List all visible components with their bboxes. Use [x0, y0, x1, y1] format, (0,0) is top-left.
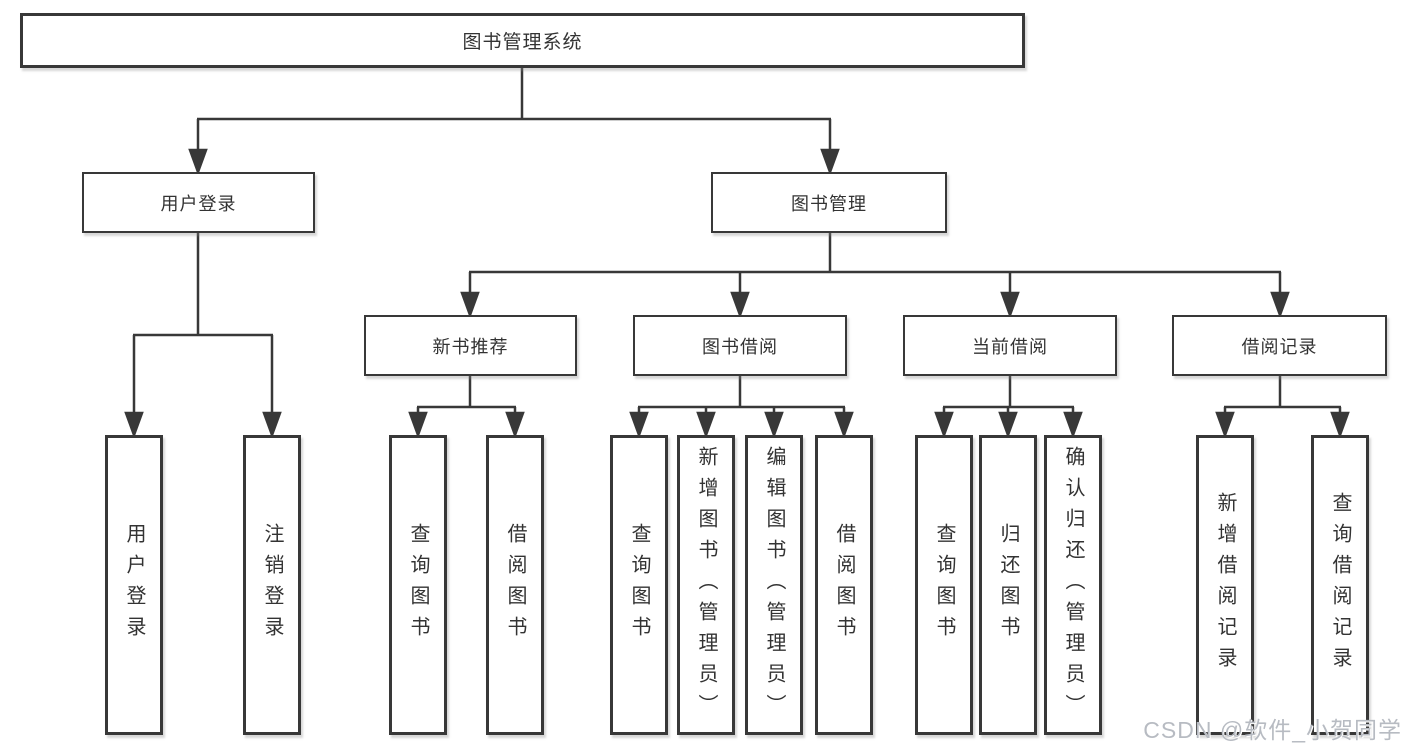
leaf-label: 编辑图书（管理员） — [763, 445, 785, 725]
arrow-down-icon — [188, 148, 208, 176]
leaf-add-books-admin: 新增图书（管理员） — [677, 435, 735, 735]
arrow-down-icon — [934, 411, 954, 439]
arrow-down-icon — [460, 291, 480, 319]
leaf-label: 查询图书 — [933, 523, 955, 647]
leaf-label: 新增图书（管理员） — [695, 445, 717, 725]
arrow-down-icon — [1000, 291, 1020, 319]
watermark: CSDN @软件_小贺同学 — [1143, 717, 1402, 743]
leaf-label: 查询图书 — [407, 523, 429, 647]
leaf-borrow-books-2: 借阅图书 — [815, 435, 873, 735]
arrow-down-icon — [764, 411, 784, 439]
leaf-logout: 注销登录 — [243, 435, 301, 735]
node-book-management: 图书管理 — [711, 172, 947, 233]
node-user-login: 用户登录 — [82, 172, 315, 233]
leaf-label: 归还图书 — [997, 523, 1019, 647]
node-new-book-recommend: 新书推荐 — [364, 315, 577, 376]
leaf-confirm-return-admin: 确认归还（管理员） — [1044, 435, 1102, 735]
node-current-borrow: 当前借阅 — [903, 315, 1117, 376]
leaf-query-books-1: 查询图书 — [389, 435, 447, 735]
arrow-down-icon — [629, 411, 649, 439]
arrow-down-icon — [696, 411, 716, 439]
arrow-down-icon — [262, 411, 282, 439]
leaf-query-books-2: 查询图书 — [610, 435, 668, 735]
arrow-down-icon — [1063, 411, 1083, 439]
leaf-query-books-3: 查询图书 — [915, 435, 973, 735]
leaf-add-borrow-record: 新增借阅记录 — [1196, 435, 1254, 735]
leaf-label: 查询借阅记录 — [1329, 492, 1351, 678]
leaf-label: 借阅图书 — [504, 523, 526, 647]
leaf-query-borrow-record: 查询借阅记录 — [1311, 435, 1369, 735]
leaf-return-books: 归还图书 — [979, 435, 1037, 735]
node-borrow-records: 借阅记录 — [1172, 315, 1387, 376]
arrow-down-icon — [1215, 411, 1235, 439]
arrow-down-icon — [730, 291, 750, 319]
arrow-down-icon — [834, 411, 854, 439]
leaf-user-login: 用户登录 — [105, 435, 163, 735]
arrow-down-icon — [820, 148, 840, 176]
leaf-label: 借阅图书 — [833, 523, 855, 647]
arrow-down-icon — [124, 411, 144, 439]
arrow-down-icon — [1330, 411, 1350, 439]
leaf-label: 用户登录 — [123, 523, 145, 647]
node-book-borrow: 图书借阅 — [633, 315, 847, 376]
arrow-down-icon — [998, 411, 1018, 439]
node-root: 图书管理系统 — [20, 13, 1025, 68]
arrow-down-icon — [1270, 291, 1290, 319]
leaf-label: 确认归还（管理员） — [1062, 445, 1084, 725]
arrow-down-icon — [408, 411, 428, 439]
leaf-label: 查询图书 — [628, 523, 650, 647]
leaf-edit-books-admin: 编辑图书（管理员） — [745, 435, 803, 735]
arrow-down-icon — [505, 411, 525, 439]
leaf-label: 新增借阅记录 — [1214, 492, 1236, 678]
leaf-borrow-books-1: 借阅图书 — [486, 435, 544, 735]
leaf-label: 注销登录 — [261, 523, 283, 647]
